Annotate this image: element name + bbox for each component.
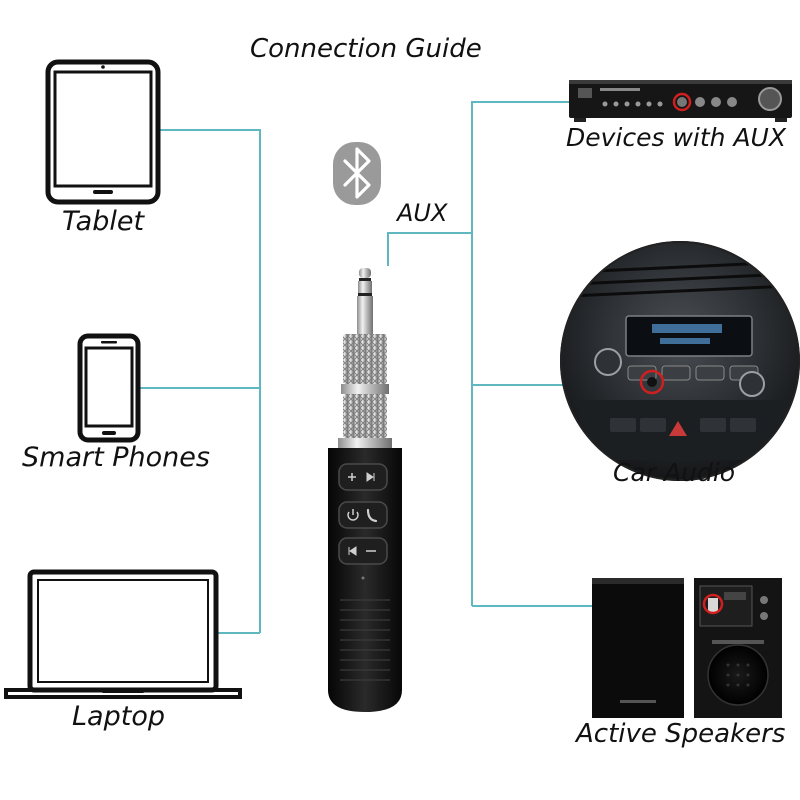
speaker-aux-port-highlight <box>702 593 724 615</box>
active-speakers-label: Active Speakers <box>576 719 786 749</box>
plus-next-icon <box>338 463 388 491</box>
laptop-icon <box>4 569 242 699</box>
connector-aux-jack <box>387 232 472 266</box>
connector-tablet <box>158 129 261 633</box>
jack-tip <box>359 268 371 278</box>
car-aux-port-highlight <box>639 369 665 395</box>
tablet-label: Tablet <box>62 206 145 237</box>
smart-phones-label: Smart Phones <box>22 442 210 473</box>
devices-with-aux-label: Devices with AUX <box>566 123 786 152</box>
aux-port-highlight <box>672 92 692 112</box>
diagram-title: Connection Guide <box>250 34 482 64</box>
tablet-icon <box>45 59 161 205</box>
aux-label: AUX <box>397 199 448 227</box>
car-audio-label: Car Audio <box>613 458 736 487</box>
laptop-label: Laptop <box>72 701 165 732</box>
connector-lines <box>138 101 592 634</box>
bluetooth-icon <box>333 142 381 205</box>
active-speakers-image <box>592 578 782 718</box>
previous-minus-icon <box>338 537 388 565</box>
bluetooth-receiver <box>328 268 402 712</box>
connector-aux-devices <box>471 101 570 606</box>
car-audio-image <box>560 241 800 481</box>
power-phone-icon <box>338 501 388 529</box>
jack-grip <box>343 334 387 384</box>
smartphone-icon <box>77 333 141 443</box>
aux-device-image <box>569 80 792 122</box>
